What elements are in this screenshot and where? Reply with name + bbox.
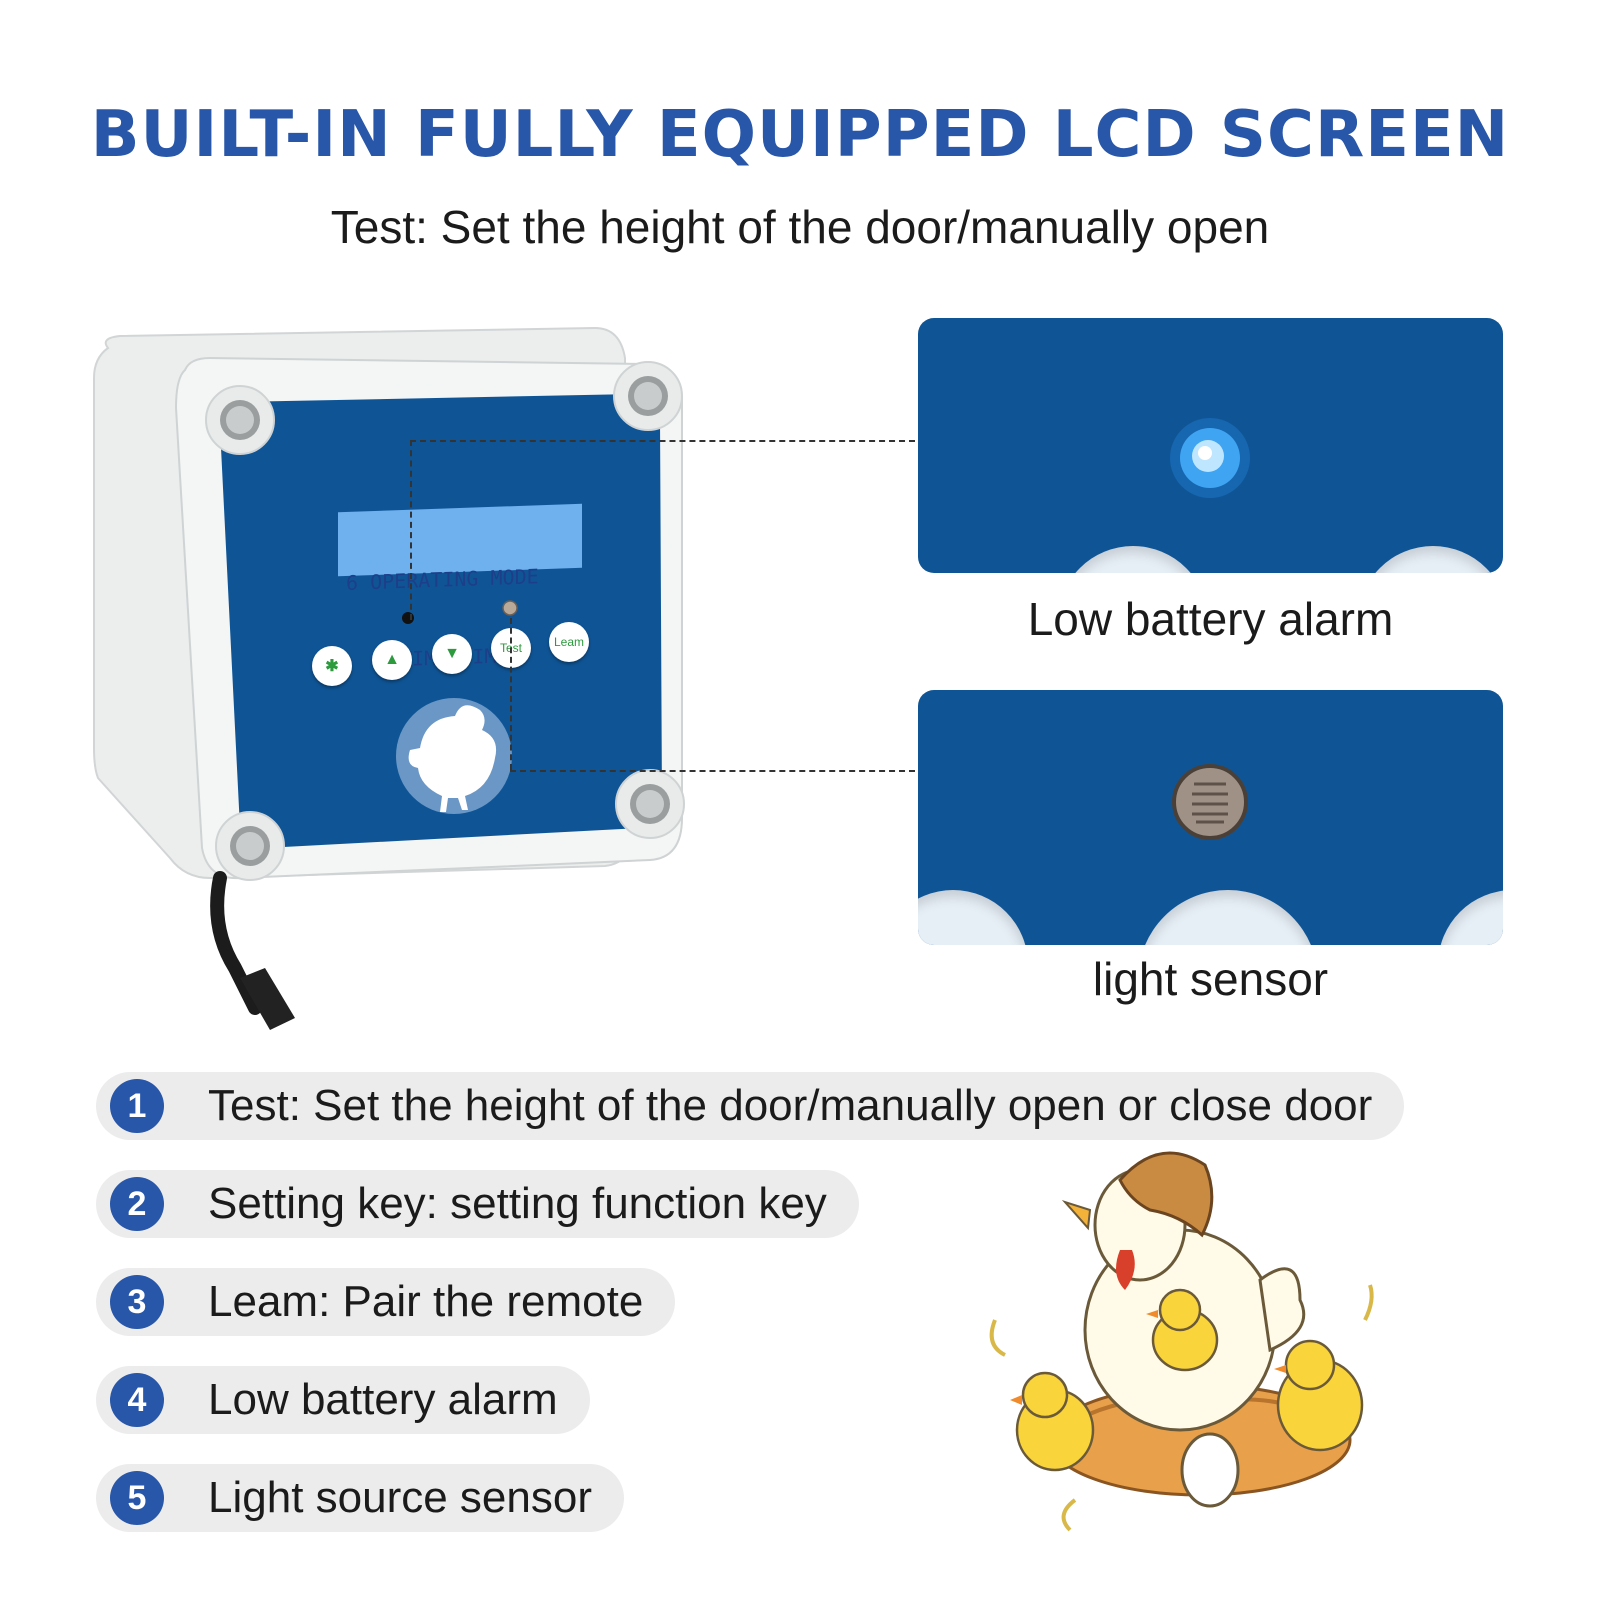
page-title: BUILT-IN FULLY EQUIPPED LCD SCREEN — [90, 98, 1510, 172]
learn-button-label: Leam — [553, 635, 585, 649]
feature-text: Light source sensor — [208, 1473, 592, 1522]
feature-item-1: 1 Test: Set the height of the door/manua… — [96, 1072, 1405, 1140]
door-controller-device: 6 OPERATING MODE A:TIME-TIME ✱ ▲ ▼ Test … — [90, 318, 700, 1038]
callout-leader-sensor — [510, 770, 915, 772]
panel-button-bump — [1138, 890, 1318, 945]
callout-caption-sensor: light sensor — [1092, 953, 1329, 1005]
light-sensor-icon — [502, 600, 518, 616]
panel-button-bump — [918, 890, 1028, 945]
light-sensor-icon — [1172, 764, 1248, 840]
arrow-down-icon: ▼ — [444, 645, 460, 662]
callout-caption-battery: Low battery alarm — [1027, 593, 1394, 645]
panel-button-bump — [1058, 546, 1208, 573]
down-button[interactable]: ▼ — [432, 634, 472, 674]
arrow-up-icon: ▲ — [384, 651, 400, 668]
feature-item-5: 5 Light source sensor — [96, 1464, 624, 1532]
callout-leader-sensor-vertical — [510, 618, 512, 770]
feature-text: Test: Set the height of the door/manuall… — [208, 1081, 1373, 1130]
rooster-icon — [408, 705, 497, 812]
feature-number: 5 — [110, 1471, 164, 1525]
feature-number: 4 — [110, 1373, 164, 1427]
page-subtitle: Test: Set the height of the door/manuall… — [330, 201, 1270, 253]
settings-button[interactable]: ✱ — [312, 646, 352, 686]
callout-panel-battery — [918, 318, 1503, 573]
feature-number: 1 — [110, 1079, 164, 1133]
callout-leader-battery-vertical — [410, 440, 412, 620]
feature-item-2: 2 Setting key: setting function key — [96, 1170, 859, 1238]
callout-panel-sensor — [918, 690, 1503, 945]
feature-item-4: 4 Low battery alarm — [96, 1366, 590, 1434]
feature-number: 2 — [110, 1177, 164, 1231]
feature-text: Setting key: setting function key — [208, 1179, 827, 1228]
feature-item-3: 3 Leam: Pair the remote — [96, 1268, 676, 1336]
gear-icon: ✱ — [325, 658, 339, 675]
learn-button[interactable]: Leam — [549, 622, 589, 662]
hen-and-chicks-illustration — [989, 1151, 1374, 1532]
feature-number: 3 — [110, 1275, 164, 1329]
up-button[interactable]: ▲ — [372, 640, 412, 680]
lcd-screen: 6 OPERATING MODE A:TIME-TIME — [338, 503, 582, 672]
lcd-line-1: 6 OPERATING MODE — [346, 564, 539, 595]
feature-text: Low battery alarm — [208, 1375, 558, 1424]
led-icon — [1170, 418, 1250, 498]
panel-button-bump — [1358, 546, 1503, 573]
feature-text: Leam: Pair the remote — [208, 1277, 644, 1326]
panel-button-bump — [1438, 890, 1503, 945]
callout-leader-battery — [410, 440, 915, 442]
